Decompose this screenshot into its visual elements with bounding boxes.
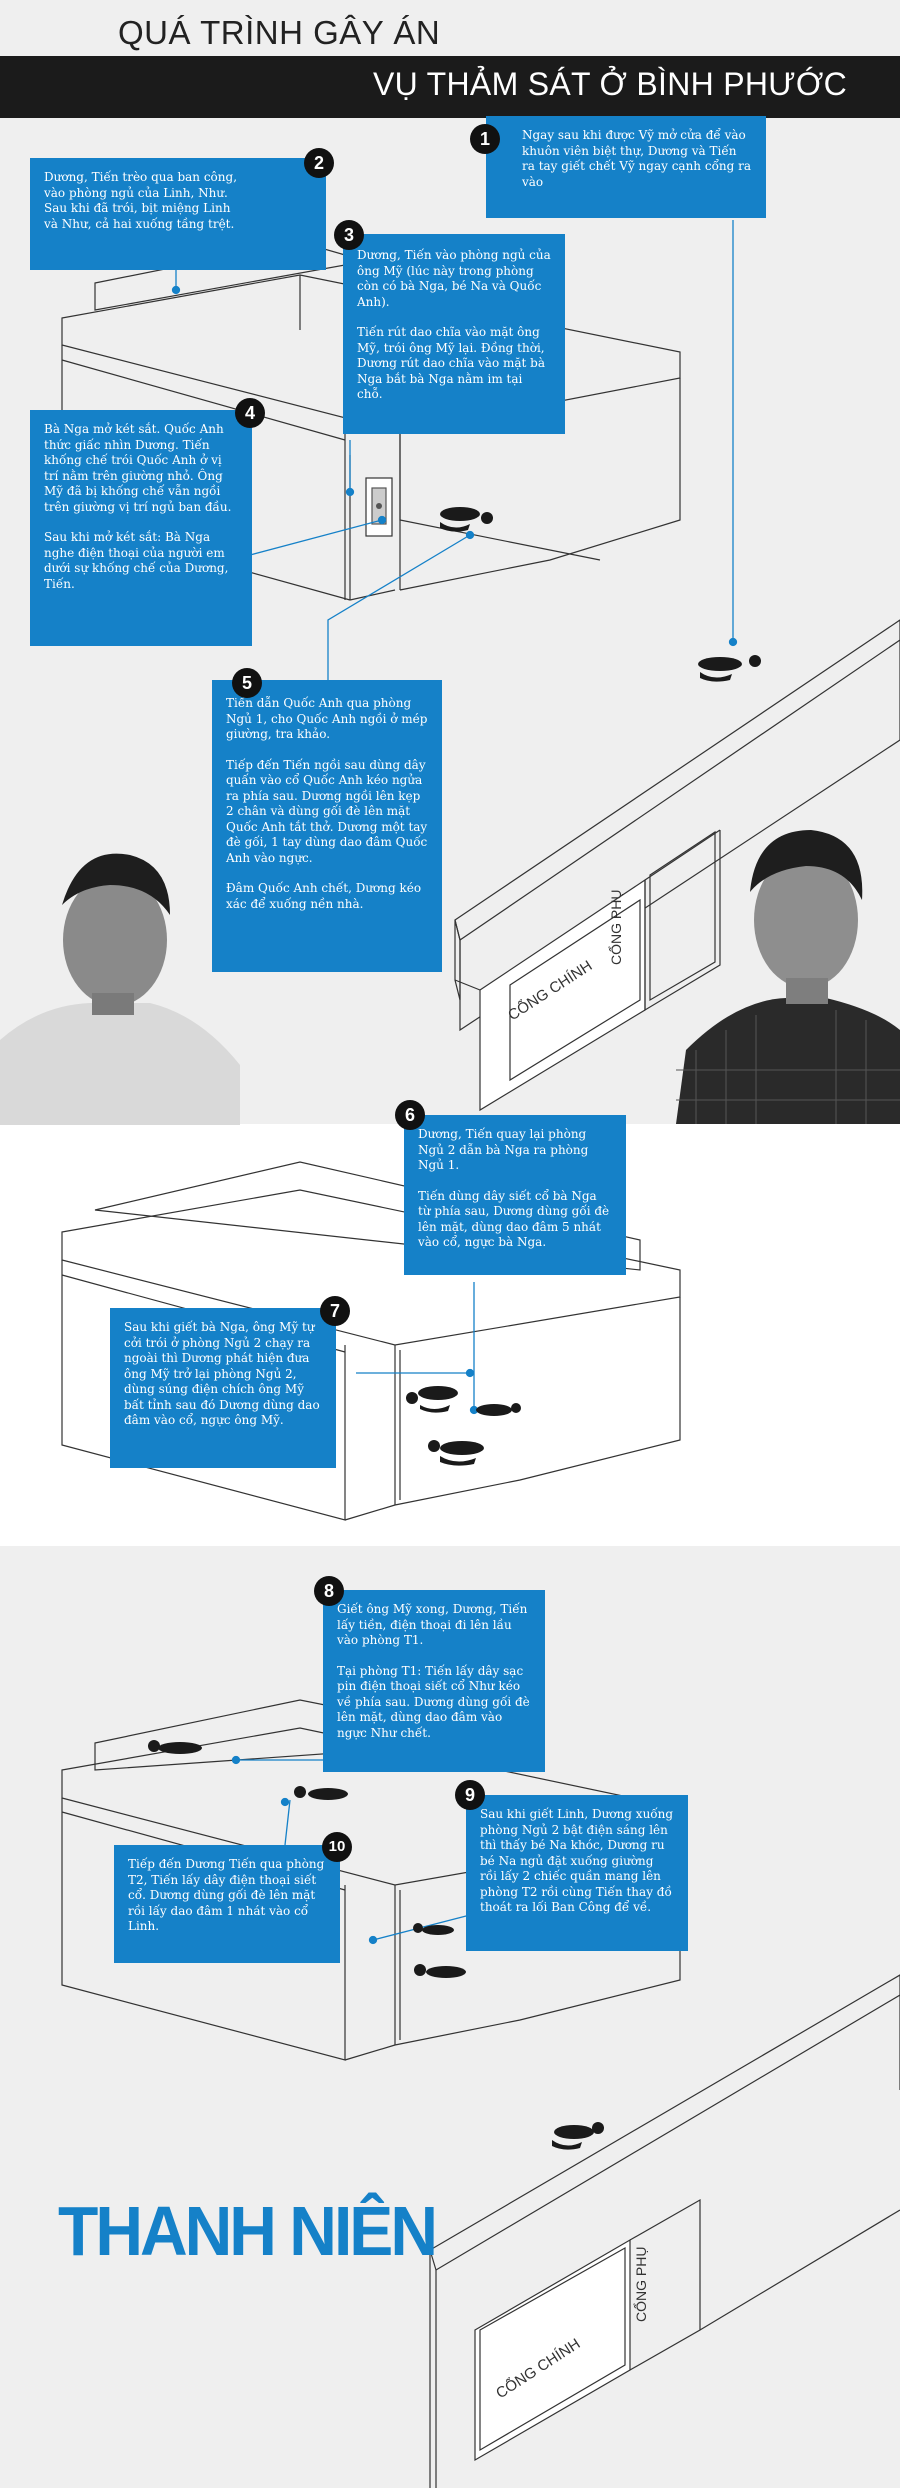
step-6-box: Dương, Tiến quay lại phòng Ngủ 2 dẫn bà … — [404, 1115, 626, 1275]
gate-label-side-2: CỔNG PHỤ — [633, 2246, 649, 2322]
step-5-text-1: Tiến dẫn Quốc Anh qua phòng Ngủ 1, cho Q… — [226, 696, 428, 741]
step-1-badge: 1 — [470, 124, 500, 154]
step-7-badge: 7 — [320, 1296, 350, 1326]
step-6-text-1: Dương, Tiến quay lại phòng Ngủ 2 dẫn bà … — [418, 1127, 589, 1172]
step-8-box: Giết ông Mỹ xong, Dương, Tiến lấy tiền, … — [323, 1590, 545, 1772]
step-3-text-2: Tiến rút dao chĩa vào mặt ông Mỹ, trói ô… — [357, 325, 546, 401]
step-1-text: Ngay sau khi được Vỹ mở cửa để vào khuôn… — [522, 128, 752, 189]
step-3-text-1: Dương, Tiến vào phòng ngủ của ông Mỹ (lú… — [357, 248, 551, 309]
victim-icon-room-1 — [440, 507, 493, 532]
victim-icon-room-2c — [428, 1440, 484, 1466]
title-bar — [0, 56, 900, 118]
thanh-nien-logo: THANH NIÊN — [58, 2192, 438, 2270]
step-5-text-2: Tiếp đến Tiến ngồi sau dùng dây quấn vào… — [226, 757, 428, 865]
step-5-text-3: Đâm Quốc Anh chết, Dương kéo xác để xuốn… — [226, 881, 422, 911]
suspect-photo-left — [0, 825, 240, 1125]
step-4-box: Bà Nga mở két sắt. Quốc Anh thức giấc nh… — [30, 410, 252, 646]
title-line-1: QUÁ TRÌNH GÂY ÁN — [118, 14, 441, 51]
step-3-box: Dương, Tiến vào phòng ngủ của ông Mỹ (lú… — [343, 234, 565, 434]
victim-icon-room-3a — [413, 1923, 454, 1935]
step-2-badge: 2 — [304, 148, 334, 178]
victim-icon-room-2a — [406, 1386, 458, 1413]
suspect-photo-right — [676, 830, 900, 1124]
step-2-text: Dương, Tiến trèo qua ban công, vào phòng… — [44, 170, 238, 231]
step-6-text-2: Tiến dùng dây siết cổ bà Nga từ phía sau… — [418, 1188, 610, 1250]
victim-icon-gate — [698, 655, 761, 682]
step-4-text-1: Bà Nga mở két sắt. Quốc Anh thức giấc nh… — [44, 422, 232, 514]
step-4-text-2: Sau khi mở két sắt: Bà Nga nghe điện tho… — [44, 530, 229, 591]
step-8-text-2: Tại phòng T1: Tiến lấy dây sạc pin điện … — [337, 1663, 530, 1740]
step-9-text: Sau khi giết Linh, Dương xuống phòng Ngủ… — [480, 1807, 674, 1914]
step-1-box: Ngay sau khi được Vỹ mở cửa để vào khuôn… — [486, 116, 766, 218]
step-9-box: Sau khi giết Linh, Dương xuống phòng Ngủ… — [466, 1795, 688, 1951]
step-10-text: Tiếp đến Dương Tiến qua phòng T2, Tiến l… — [128, 1857, 325, 1933]
step-4-badge: 4 — [235, 398, 265, 428]
step-3-badge: 3 — [334, 220, 364, 250]
step-9-badge: 9 — [455, 1780, 485, 1810]
step-2-box: Dương, Tiến trèo qua ban công, vào phòng… — [30, 158, 326, 270]
victim-icon-room-2b — [476, 1403, 521, 1416]
step-10-badge: 10 — [322, 1832, 352, 1862]
step-6-badge: 6 — [395, 1100, 425, 1130]
step-5-box: Tiến dẫn Quốc Anh qua phòng Ngủ 1, cho Q… — [212, 680, 442, 972]
victim-icon-upper-2 — [294, 1786, 348, 1800]
step-10-box: Tiếp đến Dương Tiến qua phòng T2, Tiến l… — [114, 1845, 340, 1963]
victim-icon-upper-1 — [148, 1740, 202, 1754]
victim-icon-gate-2 — [552, 2122, 604, 2150]
wall-gate-2 — [429, 1974, 900, 2271]
step-7-text: Sau khi giết bà Nga, ông Mỹ tự cởi trói … — [124, 1320, 320, 1427]
step-8-badge: 8 — [314, 1576, 344, 1606]
title-line-2: VỤ THẢM SÁT Ở BÌNH PHƯỚC — [373, 66, 848, 102]
step-8-text-1: Giết ông Mỹ xong, Dương, Tiến lấy tiền, … — [337, 1602, 528, 1647]
step-5-badge: 5 — [232, 668, 262, 698]
victim-icon-room-3b — [414, 1964, 466, 1978]
gate-label-side-1: CỔNG PHỤ — [608, 889, 624, 965]
step-7-box: Sau khi giết bà Nga, ông Mỹ tự cởi trói … — [110, 1308, 336, 1468]
